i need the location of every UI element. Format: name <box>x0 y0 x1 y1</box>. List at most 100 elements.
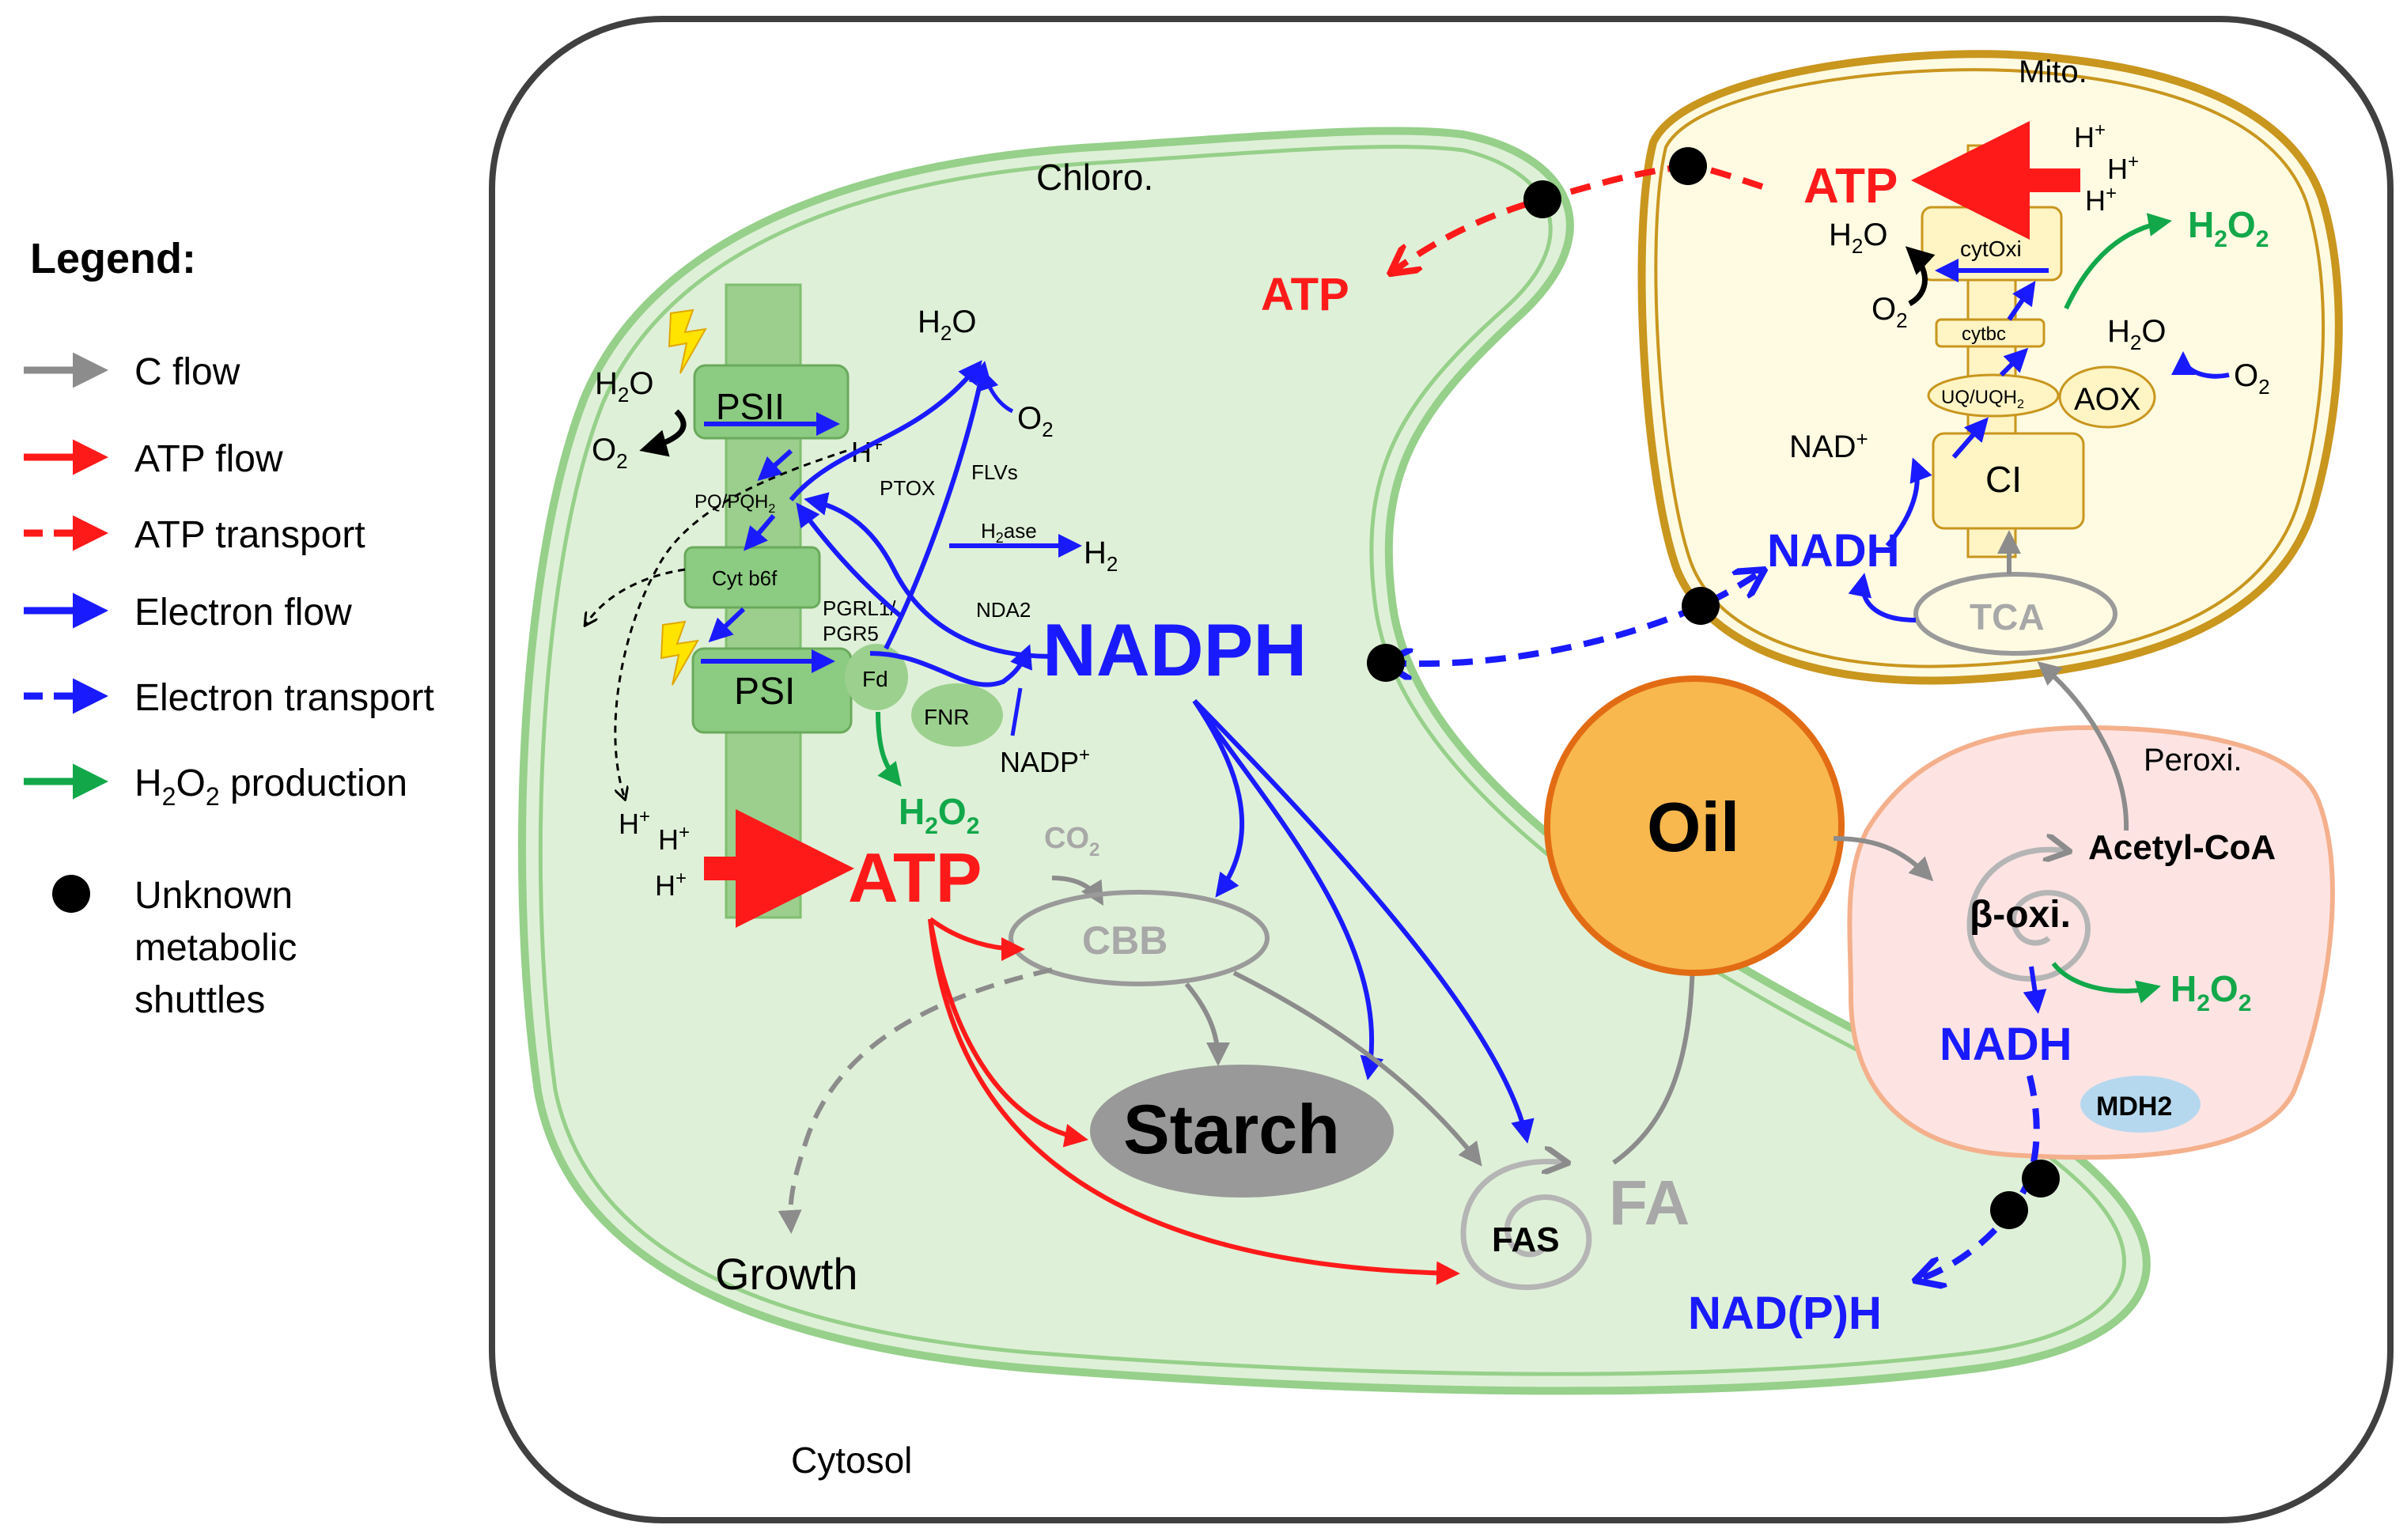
legend-h2o2-label: H2O2 production <box>134 762 407 811</box>
uq-label: UQ/UQH2 <box>1941 387 2024 411</box>
cbb-to-growth-dashed <box>778 967 1053 1234</box>
fd-label: Fd <box>862 667 888 691</box>
nda2-label: NDA2 <box>976 598 1031 622</box>
tca-to-nadh-arrow <box>1848 573 1917 622</box>
fnr-protein <box>911 683 1003 747</box>
aox-enzyme <box>2058 365 2156 429</box>
peroxi-nadh-label: NADH <box>1940 1019 2072 1070</box>
tca-cycle <box>1913 572 2117 656</box>
cyclic-pgr-arrow <box>796 502 903 619</box>
legend-item-electron-flow: Electron flow <box>24 592 352 634</box>
legend-electron-transport-label: Electron transport <box>134 677 434 719</box>
mito-nad-label: NAD+ <box>1789 427 1868 464</box>
psii-h2o-label: H2O <box>595 366 653 407</box>
oil-to-beta-arrow <box>1833 836 1934 882</box>
chloroplast: Chloro. PSII Cyt b6f PSI H2O O2 PQ/PQH2 … <box>518 127 2151 1395</box>
h2-label: H2 <box>1084 535 1118 576</box>
psii-o2-label: O2 <box>592 433 628 473</box>
flvs-label: FLVs <box>971 460 1018 484</box>
peroxisome-membrane <box>1847 725 2335 1160</box>
uq-pool <box>1927 373 2060 418</box>
fnr-label: FNR <box>924 705 970 729</box>
proton-path-dashed <box>614 449 847 799</box>
pgr5-label: PGR5 <box>823 622 879 645</box>
o2-top-label: O2 <box>1017 401 1054 441</box>
legend-atp-flow-label: ATP flow <box>134 438 283 480</box>
atp-to-cbb-arrow <box>929 917 1025 961</box>
nadph-to-starch-arrow <box>1192 699 1384 1080</box>
hplus-stroma-3: H+ <box>655 868 687 902</box>
lightning-icon <box>660 620 699 686</box>
legend-shuttle-line1: Unknown <box>134 875 293 917</box>
cbb-to-fas-arrow <box>1232 971 1482 1167</box>
shuttle-dot-peroxi-1 <box>2022 1160 2060 1198</box>
fas-label: FAS <box>1492 1220 1560 1259</box>
legend-item-atp-transport: ATP transport <box>24 514 365 556</box>
beta-spiral-path <box>1966 849 2091 982</box>
mito-h2o2-arrow <box>2064 213 2172 310</box>
cytosol-label: Cytosol <box>791 1440 912 1481</box>
mito-o2-left: O2 <box>1871 292 1908 332</box>
fas-spiral <box>1460 1161 1592 1290</box>
hplus-stroma-2: H+ <box>658 822 690 856</box>
mito-hplus-1: H+ <box>2074 119 2106 153</box>
beta-oxidation-spiral <box>1966 849 2091 982</box>
legend-atp-transport-label: ATP transport <box>134 514 365 556</box>
cbb-label: CBB <box>1082 918 1168 963</box>
acetyl-coa-label: Acetyl-CoA <box>2088 828 2276 867</box>
legend-shuttle-line2: metabolic <box>134 927 297 969</box>
fnr-to-nadph-arrow <box>869 644 1033 687</box>
water-split-arrow <box>639 409 687 457</box>
beta-to-nadh-arrow <box>2023 966 2047 1014</box>
legend-item-atp-flow: ATP flow <box>24 438 283 480</box>
fa-to-oil-arrow <box>1612 944 1705 1165</box>
ci-to-uq-arrow <box>1951 417 1989 459</box>
growth-label: Growth <box>715 1249 858 1299</box>
nadh-to-ci-arrow <box>1885 457 1932 547</box>
peroxisome: Peroxi. Acetyl-CoA β-oxi. H2O2 NADH MDH2 <box>1833 661 2335 1160</box>
tca-label: TCA <box>1970 596 2045 638</box>
mito-atp-label: ATP <box>1803 159 1898 214</box>
legend-title: Legend: <box>30 235 196 282</box>
nadph-label: NADPH <box>1043 608 1307 691</box>
shuttle-dot-nadph <box>1367 644 1405 682</box>
cbb-to-starch-arrow <box>1184 982 1230 1066</box>
cytbc-label: cytbc <box>1962 324 2006 345</box>
electron-transport-nadph-nadh <box>1386 571 1762 664</box>
fd-h2o2-arrow <box>876 711 902 787</box>
pq-to-cytb6f-arrow <box>744 514 776 551</box>
legend-shuttle-dot <box>52 875 90 913</box>
peroxi-h2o2-label: H2O2 <box>2170 968 2251 1016</box>
legend-electron-flow-label: Electron flow <box>134 592 352 634</box>
acetyl-to-tca-arrow <box>2037 661 2129 831</box>
mito-inner-membrane <box>1654 68 2325 668</box>
mdh2-enzyme <box>2080 1076 2201 1133</box>
ptox-label: PTOX <box>880 476 935 500</box>
nadph-to-fas-arrow <box>1192 698 1535 1144</box>
psii-label: PSII <box>716 386 785 427</box>
beta-h2o2-arrow <box>2051 962 2161 1004</box>
pq-label: PQ/PQH2 <box>694 491 775 516</box>
psii-complex <box>693 364 850 440</box>
mito-h2o-left: H2O <box>1829 218 1887 258</box>
lightning-icon <box>668 308 707 374</box>
psii-to-pq-arrow <box>757 448 793 482</box>
fd-protein <box>845 644 908 710</box>
starch-granule <box>1090 1065 1394 1198</box>
starch-label: Starch <box>1123 1090 1340 1168</box>
legend-item-h2o2-production: H2O2 production <box>24 762 407 811</box>
mito-hplus-3: H+ <box>2085 183 2117 217</box>
oil-label: Oil <box>1647 788 1739 866</box>
shuttle-dot-mito-nadh <box>1682 587 1720 625</box>
peroxi-label: Peroxi. <box>2144 743 2242 778</box>
fas-spiral-path <box>1460 1161 1592 1290</box>
uq-to-cytbc-arrow <box>1999 347 2029 377</box>
shuttle-dot-atp-chloro <box>1523 180 1561 218</box>
mito-o2-aox: O2 <box>2234 358 2270 399</box>
legend-c-flow-label: C flow <box>134 351 240 393</box>
nadp-label: NADP+ <box>1000 744 1090 778</box>
cytoxi-water-arrow <box>1905 246 1936 307</box>
hplus-stroma-1: H+ <box>619 806 650 840</box>
legend: Legend: C flow ATP flow ATP transport El… <box>24 235 434 1021</box>
